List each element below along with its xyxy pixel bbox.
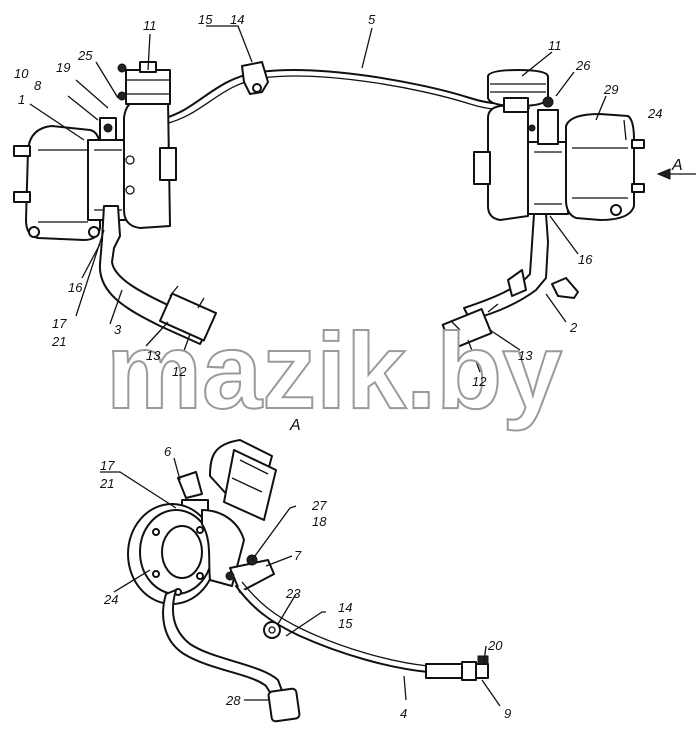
left-turbocharger [13, 61, 218, 345]
callout-15: 15 [198, 12, 213, 27]
callout-5: 5 [368, 12, 376, 27]
leader-lines-top [29, 25, 627, 373]
right-turbocharger [441, 69, 696, 350]
callout-16: 16 [68, 280, 83, 295]
callout-12-right: 12 [472, 374, 487, 389]
view-arrow-label: A [671, 157, 683, 174]
callout-12: 12 [172, 364, 187, 379]
callout-25: 25 [77, 48, 93, 63]
callout-18: 18 [312, 514, 327, 529]
callout-14-view-a: 14 [338, 600, 352, 615]
callout-26: 26 [575, 58, 591, 73]
callout-2: 2 [569, 320, 578, 335]
pipe-clamp [241, 61, 269, 95]
callout-14: 14 [230, 12, 244, 27]
callout-29: 29 [603, 82, 618, 97]
view-a-assembly [127, 439, 489, 723]
callout-11-right: 11 [548, 38, 562, 53]
callout-16-right: 16 [578, 252, 593, 267]
callout-24: 24 [647, 106, 662, 121]
callout-20: 20 [487, 638, 503, 653]
callout-24-view-a: 24 [103, 592, 118, 607]
callout-13: 13 [146, 348, 161, 363]
callout-4: 4 [400, 706, 407, 721]
callout-13-right: 13 [518, 348, 533, 363]
view-label: A [289, 417, 301, 434]
callout-27: 27 [311, 498, 327, 513]
callout-17-view-a: 17 [100, 458, 115, 473]
callout-23: 23 [285, 586, 301, 601]
watermark-text: mazik.by [106, 310, 562, 431]
callout-3: 3 [114, 322, 122, 337]
callout-10: 10 [14, 66, 29, 81]
callout-9: 9 [504, 706, 511, 721]
callout-28: 28 [225, 693, 241, 708]
callout-19: 19 [56, 60, 70, 75]
callout-11: 11 [143, 18, 157, 33]
leader-lines-bottom [100, 457, 501, 707]
callout-6: 6 [164, 444, 172, 459]
callout-1: 1 [18, 92, 25, 107]
callout-17: 17 [52, 316, 67, 331]
callout-8: 8 [34, 78, 42, 93]
callout-7: 7 [294, 548, 302, 563]
callout-15-view-a: 15 [338, 616, 353, 631]
oil-pipe-5 [164, 69, 531, 125]
callout-21-view-a: 21 [99, 476, 114, 491]
callout-21: 21 [51, 334, 66, 349]
